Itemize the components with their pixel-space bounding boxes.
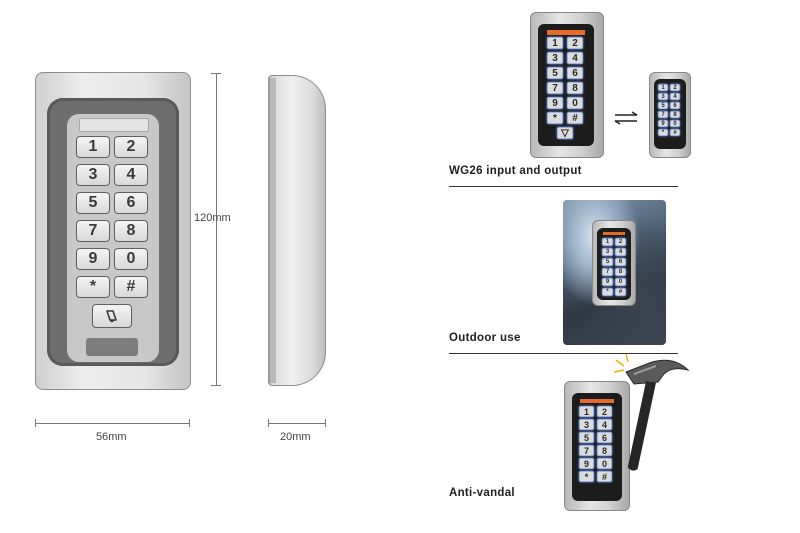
key-3[interactable]: 3 <box>602 248 613 256</box>
key-4[interactable]: 4 <box>114 164 148 186</box>
caption-outdoor: Outdoor use <box>449 332 521 344</box>
key-6[interactable]: 6 <box>615 258 626 266</box>
height-dimension-line <box>216 73 217 385</box>
height-label: 120mm <box>194 212 231 224</box>
key-1[interactable]: 1 <box>579 406 594 417</box>
outdoor-indicator <box>603 232 625 235</box>
key-4[interactable]: 4 <box>615 248 626 256</box>
dimension-tick <box>325 419 326 427</box>
caption-antivandal: Anti-vandal <box>449 487 515 499</box>
key-2[interactable]: 2 <box>597 406 612 417</box>
key-7[interactable]: 7 <box>658 111 668 118</box>
side-view-edge <box>270 78 276 383</box>
key-8[interactable]: 8 <box>567 82 583 94</box>
key-7[interactable]: 7 <box>602 268 613 276</box>
key-1[interactable]: 1 <box>547 37 563 49</box>
key-3[interactable]: 3 <box>579 419 594 430</box>
card-reader-window <box>86 338 138 356</box>
key-1[interactable]: 1 <box>658 84 668 91</box>
key-9[interactable]: 9 <box>579 458 594 469</box>
key-7[interactable]: 7 <box>547 82 563 94</box>
key-8[interactable]: 8 <box>114 220 148 242</box>
key-4[interactable]: 4 <box>567 52 583 64</box>
key-3[interactable]: 3 <box>547 52 563 64</box>
key-0[interactable]: 0 <box>615 278 626 286</box>
key-0[interactable]: 0 <box>597 458 612 469</box>
key-star[interactable]: * <box>76 276 110 298</box>
width-dimension-line <box>35 423 190 424</box>
bidirectional-arrows-icon <box>613 111 639 130</box>
key-9[interactable]: 9 <box>76 248 110 270</box>
caption-wg26: WG26 input and output <box>449 165 582 177</box>
side-view-housing <box>268 75 326 386</box>
key-7[interactable]: 7 <box>579 445 594 456</box>
key-6[interactable]: 6 <box>670 102 680 109</box>
key-3[interactable]: 3 <box>658 93 668 100</box>
key-9[interactable]: 9 <box>658 120 668 127</box>
key-9[interactable]: 9 <box>547 97 563 109</box>
key-1[interactable]: 1 <box>602 238 613 246</box>
separator-line <box>449 353 678 354</box>
key-2[interactable]: 2 <box>670 84 680 91</box>
key-star[interactable]: * <box>579 471 594 482</box>
key-hash[interactable]: # <box>597 471 612 482</box>
key-1[interactable]: 1 <box>76 136 110 158</box>
key-5[interactable]: 5 <box>658 102 668 109</box>
bell-icon <box>106 310 117 323</box>
width-label: 56mm <box>96 431 127 443</box>
doorbell-key[interactable] <box>92 304 132 328</box>
key-star[interactable]: * <box>658 129 668 136</box>
key-6[interactable]: 6 <box>597 432 612 443</box>
key-6[interactable]: 6 <box>114 192 148 214</box>
hammer-icon <box>612 352 696 481</box>
key-0[interactable]: 0 <box>567 97 583 109</box>
wg26-indicator <box>547 30 585 35</box>
separator-line <box>449 186 678 187</box>
key-5[interactable]: 5 <box>547 67 563 79</box>
key-0[interactable]: 0 <box>670 120 680 127</box>
key-star[interactable]: * <box>602 288 613 296</box>
key-star[interactable]: * <box>547 112 563 124</box>
key-8[interactable]: 8 <box>597 445 612 456</box>
key-8[interactable]: 8 <box>670 111 680 118</box>
indicator-lens <box>79 118 149 132</box>
dimension-tick <box>189 419 190 427</box>
key-5[interactable]: 5 <box>579 432 594 443</box>
key-7[interactable]: 7 <box>76 220 110 242</box>
depth-label: 20mm <box>280 431 311 443</box>
antivandal-indicator <box>580 399 614 403</box>
key-hash[interactable]: # <box>567 112 583 124</box>
key-hash[interactable]: # <box>670 129 680 136</box>
key-4[interactable]: 4 <box>597 419 612 430</box>
key-6[interactable]: 6 <box>567 67 583 79</box>
key-2[interactable]: 2 <box>114 136 148 158</box>
key-3[interactable]: 3 <box>76 164 110 186</box>
key-hash[interactable]: # <box>615 288 626 296</box>
key-5[interactable]: 5 <box>76 192 110 214</box>
dimension-tick <box>211 385 221 386</box>
key-2[interactable]: 2 <box>615 238 626 246</box>
key-0[interactable]: 0 <box>114 248 148 270</box>
key-2[interactable]: 2 <box>567 37 583 49</box>
doorbell-key[interactable]: ▽ <box>557 127 573 139</box>
depth-dimension-line <box>268 423 326 424</box>
key-8[interactable]: 8 <box>615 268 626 276</box>
key-9[interactable]: 9 <box>602 278 613 286</box>
key-hash[interactable]: # <box>114 276 148 298</box>
key-5[interactable]: 5 <box>602 258 613 266</box>
key-4[interactable]: 4 <box>670 93 680 100</box>
